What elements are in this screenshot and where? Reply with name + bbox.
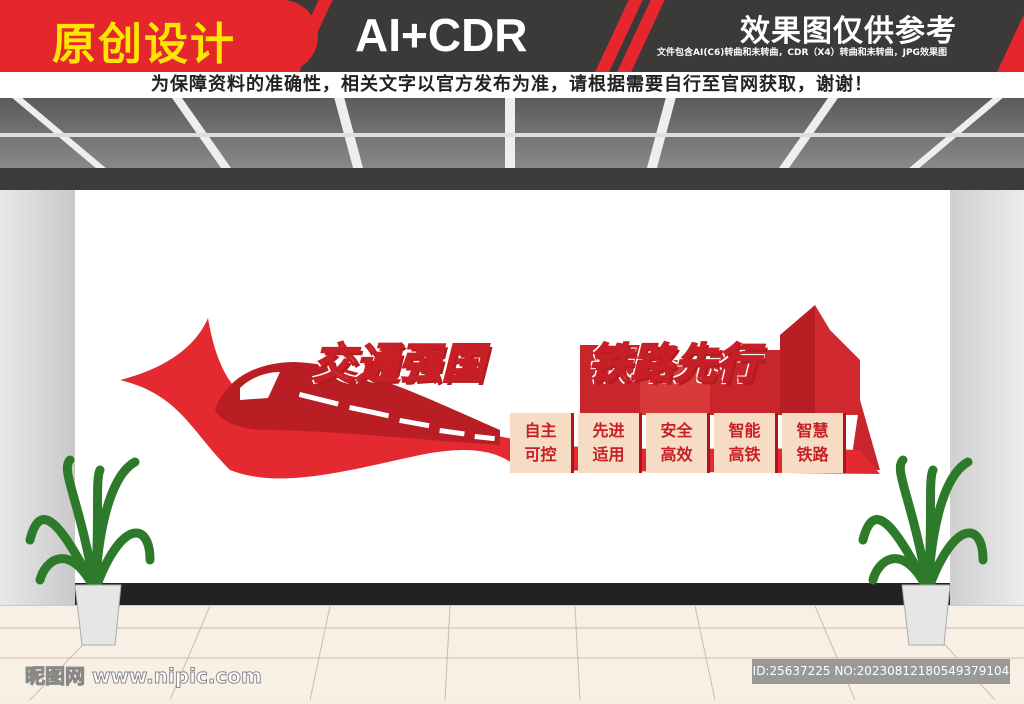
slogan-line: 智能: [728, 421, 761, 440]
plant-right: [858, 455, 988, 646]
ceiling: [0, 98, 1024, 170]
sign-title-left: 交通强国: [312, 338, 486, 389]
baseboard: [75, 583, 950, 605]
watermark-id: ID:25637225 NO:20230812180549379104: [752, 659, 1010, 684]
slogan-box: 自主可控: [510, 413, 574, 473]
train-window: [240, 372, 280, 400]
slogan-line: 安全: [660, 421, 693, 440]
original-design-badge: 原创设计: [0, 0, 318, 72]
lintel: [0, 168, 1024, 190]
train-stripes: [298, 392, 495, 442]
ceiling-rail: [0, 133, 1024, 137]
slogan-box: 先进适用: [578, 413, 642, 473]
notice-text: 为保障资料的准确性，相关文字以官方发布为准，请根据需要自行至官网获取，谢谢！: [0, 72, 1024, 98]
slogan-line: 智慧: [796, 421, 829, 440]
red-ribbon: [120, 318, 880, 479]
file-note: 文件包含AI(C6)转曲和未转曲，CDR（X4）转曲和未转曲，JPG效果图: [657, 48, 947, 58]
sign-title-right: 铁路先行: [587, 338, 761, 389]
slogan-line: 先进: [592, 421, 625, 440]
format-label: AI+CDR: [355, 9, 528, 61]
slogan-line: 铁路: [796, 445, 829, 464]
preview-note: 效果图仅供参考: [740, 14, 957, 49]
floor-tiles: [0, 605, 1024, 701]
slogan-line: 高铁: [728, 445, 761, 464]
watermark-site: 昵图网 www.nipic.com: [25, 664, 263, 689]
plant-left: [25, 455, 155, 646]
slogan-line: 自主: [524, 421, 557, 440]
slogan-line: 高效: [660, 445, 693, 464]
buildings: [580, 305, 880, 470]
slogan-box: 智慧铁路: [782, 413, 846, 473]
left-pillar: [0, 190, 75, 620]
slogan-box: 安全高效: [646, 413, 710, 473]
right-pillar: [950, 190, 1024, 620]
slogan-line: 可控: [524, 445, 557, 464]
original-label: 原创设计: [52, 19, 236, 70]
slogan-box: 智能高铁: [714, 413, 778, 473]
top-banner: 原创设计 AI+CDR 效果图仅供参考 文件包含AI(C6)转曲和未转曲，CDR…: [0, 0, 1024, 72]
slogan-line: 适用: [592, 445, 625, 464]
